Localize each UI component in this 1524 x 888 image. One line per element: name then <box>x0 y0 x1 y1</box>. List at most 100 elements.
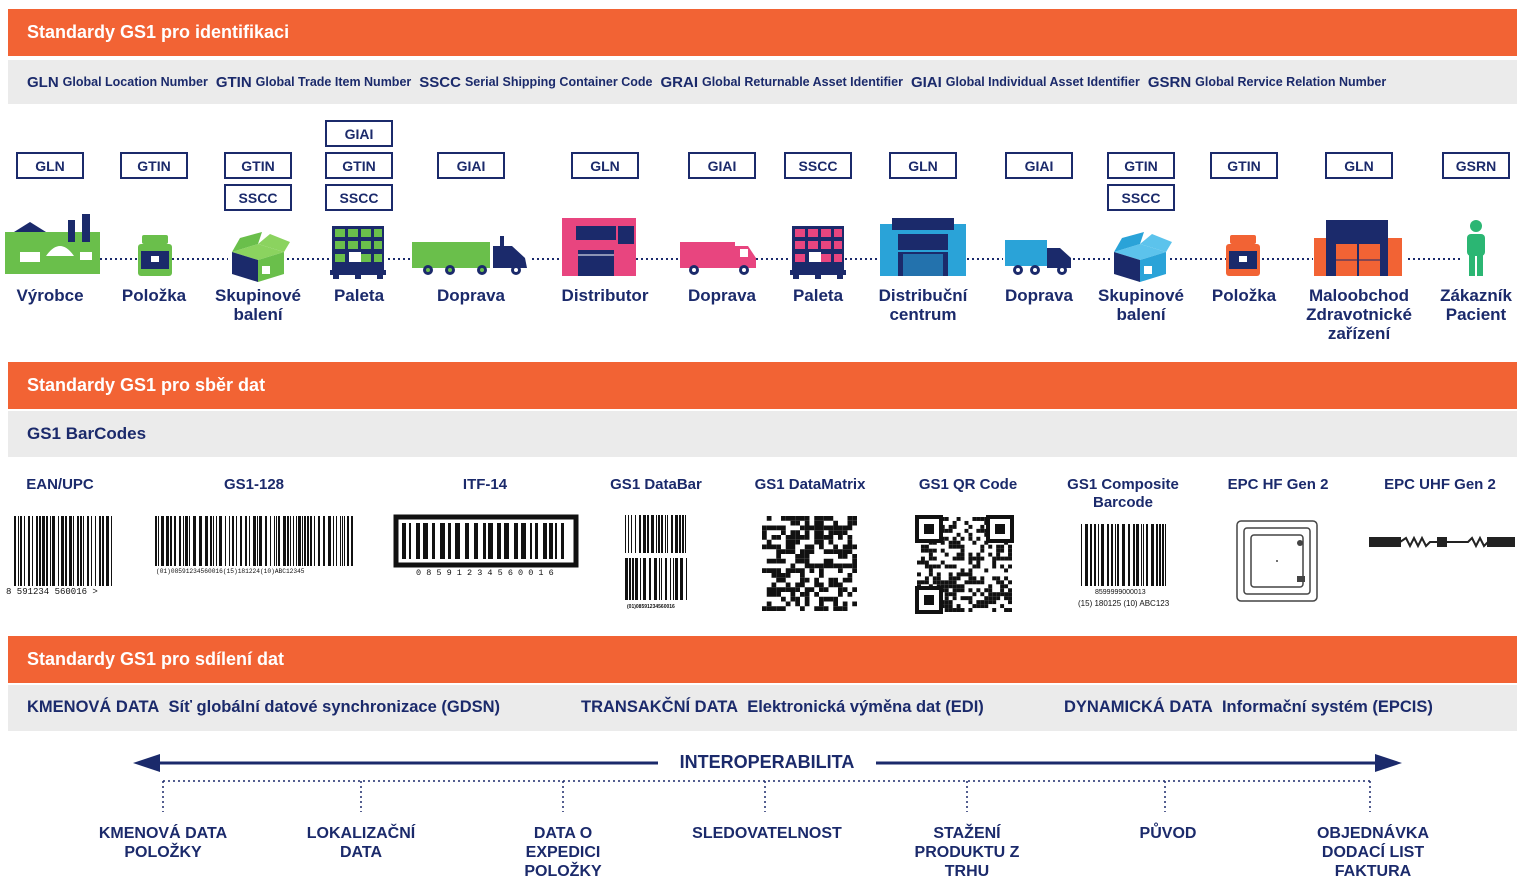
matrix-module <box>828 535 834 540</box>
matrix-module <box>819 520 824 526</box>
barcode-bar <box>102 516 104 586</box>
interoperability-label: INTEROPERABILITA <box>679 752 855 772</box>
barcode-bar <box>318 516 320 566</box>
barcode-bar <box>240 516 242 566</box>
qr-module <box>1004 608 1009 612</box>
qr-module <box>988 592 993 597</box>
qr-module <box>917 517 921 521</box>
matrix-module <box>819 587 824 592</box>
qr-module <box>992 592 997 597</box>
barcode-bar <box>1128 524 1130 586</box>
qr-module <box>936 584 941 589</box>
qr-module <box>932 604 937 609</box>
qr-module <box>948 604 953 609</box>
qr-module <box>964 572 969 577</box>
barcode-bar <box>28 516 30 586</box>
matrix-module <box>785 582 791 588</box>
matrix-module <box>838 525 843 531</box>
qr-module <box>944 588 949 593</box>
barcode-bar <box>651 515 654 553</box>
qr-module <box>940 528 945 533</box>
gs128-caption: (01)08591234560016(15)181224(10)ABC12345 <box>156 568 305 575</box>
barcode-bar <box>293 516 294 566</box>
matrix-module <box>847 544 853 550</box>
box-icon <box>232 232 290 282</box>
matrix-module <box>809 549 815 554</box>
barcode-bar <box>20 516 22 586</box>
qr-module <box>936 600 941 605</box>
qr-module <box>917 520 921 525</box>
person-icon <box>1467 220 1485 276</box>
qr-module <box>1008 580 1012 585</box>
barcode-bar <box>649 558 651 600</box>
qr-module <box>932 536 937 541</box>
matrix-module <box>819 568 824 573</box>
qr-module <box>956 540 961 545</box>
qr-module <box>1004 517 1009 521</box>
sharing-title: Standardy GS1 pro sdílení dat <box>27 649 285 669</box>
barcodes-title: GS1 BarCodes <box>27 424 147 443</box>
qr-module <box>1000 517 1005 521</box>
matrix-module <box>828 582 834 588</box>
matrix-module <box>776 568 781 573</box>
qr-module <box>940 524 945 529</box>
matrix-module <box>766 539 772 545</box>
matrix-module <box>852 544 857 550</box>
qr-module <box>940 584 945 589</box>
composite-caption: 8599999000013 <box>1095 589 1146 596</box>
qr-module <box>928 540 933 545</box>
qr-module <box>932 592 937 597</box>
qr-module <box>988 584 993 589</box>
matrix-module <box>833 582 838 588</box>
identification-title: Standardy GS1 pro identifikaci <box>27 22 290 42</box>
qr-module <box>952 584 957 589</box>
matrix-module <box>804 601 810 607</box>
qr-module <box>932 540 937 545</box>
matrix-module <box>823 516 829 521</box>
gs1-datamatrix-code <box>762 516 857 611</box>
matrix-module <box>766 544 772 550</box>
barcode-bar <box>174 516 176 566</box>
matrix-module <box>771 568 777 573</box>
qr-module <box>960 584 965 589</box>
qr-module <box>948 576 953 581</box>
matrix-module <box>814 582 819 588</box>
matrix-module <box>809 563 815 569</box>
matrix-module <box>781 577 786 583</box>
matrix-module <box>847 563 853 569</box>
qr-module <box>917 592 921 597</box>
qr-finder-center <box>995 524 1005 534</box>
barcode-bar <box>304 516 306 566</box>
barcode-bar <box>1146 524 1148 586</box>
barcode-bar <box>682 515 684 553</box>
truck-icon <box>412 236 527 275</box>
qr-module <box>920 544 925 549</box>
stage-id-box: SSCC <box>784 152 852 179</box>
matrix-module <box>762 544 767 550</box>
qr-module <box>1008 520 1012 525</box>
qr-module <box>932 596 937 601</box>
matrix-module <box>833 606 838 611</box>
barcode-bar <box>1122 524 1125 586</box>
matrix-module <box>771 587 777 592</box>
qr-module <box>1008 548 1012 553</box>
matrix-module <box>800 558 805 564</box>
matrix-module <box>795 582 800 588</box>
ean-upc-barcode <box>14 516 112 586</box>
barcode-bar <box>229 516 230 566</box>
qr-module <box>928 572 933 577</box>
outcome-label: KMENOVÁ DATA POLOŽKY <box>98 825 228 861</box>
barcode-bar <box>1094 524 1096 586</box>
qr-module <box>944 596 949 601</box>
qr-module <box>956 556 961 561</box>
qr-module <box>932 588 937 593</box>
qr-module <box>932 580 937 585</box>
barcode-bar <box>270 516 271 566</box>
qr-module <box>952 608 957 612</box>
barcode-bar <box>665 558 667 600</box>
barcode-bar <box>675 515 678 553</box>
barcode-bar <box>1141 524 1142 586</box>
sharing-subband <box>8 685 1517 731</box>
matrix-module <box>771 606 777 611</box>
identification-header: Standardy GS1 pro identifikaci <box>8 9 1517 56</box>
